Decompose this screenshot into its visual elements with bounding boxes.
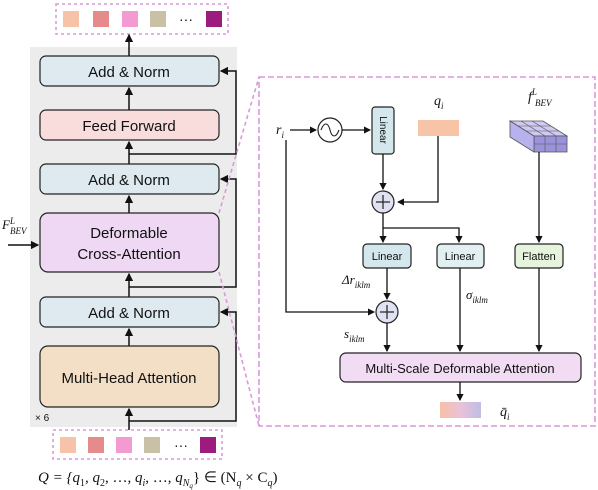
add-norm-middle-label: Add & Norm — [88, 172, 170, 189]
output-query-strip: ··· — [55, 3, 229, 35]
residual-connection-top — [129, 66, 237, 155]
output-strip-border — [55, 3, 229, 35]
reference-to-sum-arrow — [285, 140, 376, 316]
sigma-label: σiklm — [466, 287, 488, 305]
updated-query-bar — [440, 402, 481, 418]
sine-wave-glyph — [320, 123, 340, 137]
q-bar-label: q̄i — [500, 405, 510, 422]
svg-text:BEV: BEV — [10, 226, 28, 236]
bev-feature-cube-icon — [508, 120, 569, 153]
query-feature-bar — [418, 120, 459, 136]
zoom-line-top — [218, 76, 260, 214]
sum-to-linear-weight-arrow — [383, 227, 463, 244]
input-ellipsis: ··· — [174, 437, 188, 453]
repeat-count-label: × 6 — [35, 413, 50, 424]
output-token — [206, 11, 222, 27]
deformable-label-line2: Cross-Attention — [77, 246, 180, 263]
add-norm-block-middle — [39, 163, 220, 195]
f-bev-subscript: BEV — [535, 98, 553, 108]
input-query-strip: ··· — [52, 429, 223, 460]
weight-linear-label: Linear — [445, 251, 476, 263]
residual-connection-bottom — [129, 307, 237, 422]
input-token — [144, 437, 160, 453]
offset-linear-label: Linear — [372, 251, 403, 263]
output-ellipsis: ··· — [179, 11, 193, 27]
svg-text:FL: FL — [1, 216, 15, 232]
feed-forward-label: Feed Forward — [82, 118, 175, 135]
deformable-detail-panel — [258, 76, 596, 427]
output-token — [122, 11, 138, 27]
output-token — [93, 11, 109, 27]
f-bev-label: fL — [528, 87, 537, 105]
msda-label: Multi-Scale Deformable Attention — [365, 361, 554, 376]
bev-feature-input-label: FL BEV — [1, 216, 28, 236]
add-norm-block-bottom — [39, 296, 220, 328]
positional-linear-label: Linear — [377, 116, 388, 144]
input-token — [88, 437, 104, 453]
q-i-label: qi — [434, 94, 444, 111]
deformable-cross-attention-block — [39, 212, 220, 273]
add-norm-bottom-label: Add & Norm — [88, 305, 170, 322]
feed-forward-block — [39, 109, 220, 141]
input-strip-border — [52, 429, 223, 460]
multi-head-attention-block — [39, 345, 220, 408]
svg-text:Q = {q1, q2, …, qi, …, qNq} ∈: Q = {q1, q2, …, qi, …, qNq} ∈ (Nq × Cq) — [38, 470, 277, 490]
add-norm-top-label: Add & Norm — [88, 64, 170, 81]
output-token — [63, 11, 79, 27]
flatten-label: Flatten — [522, 251, 556, 263]
deformable-label-line1: Deformable — [90, 225, 168, 242]
query-to-sum-arrow — [396, 136, 439, 206]
s-label: siklm — [344, 326, 365, 344]
input-token — [60, 437, 76, 453]
input-token — [200, 437, 216, 453]
r-i-label: ri — [276, 123, 284, 140]
output-token — [150, 11, 166, 27]
add-norm-block-top — [39, 55, 220, 87]
input-token — [116, 437, 132, 453]
delta-r-label: Δriklm — [341, 272, 371, 290]
mha-label: Multi-Head Attention — [61, 370, 196, 387]
zoom-line-bottom — [218, 271, 260, 427]
query-set-formula: Q = {q1, q2, …, qi, …, qNq} ∈ (Nq × Cq) — [38, 470, 277, 490]
